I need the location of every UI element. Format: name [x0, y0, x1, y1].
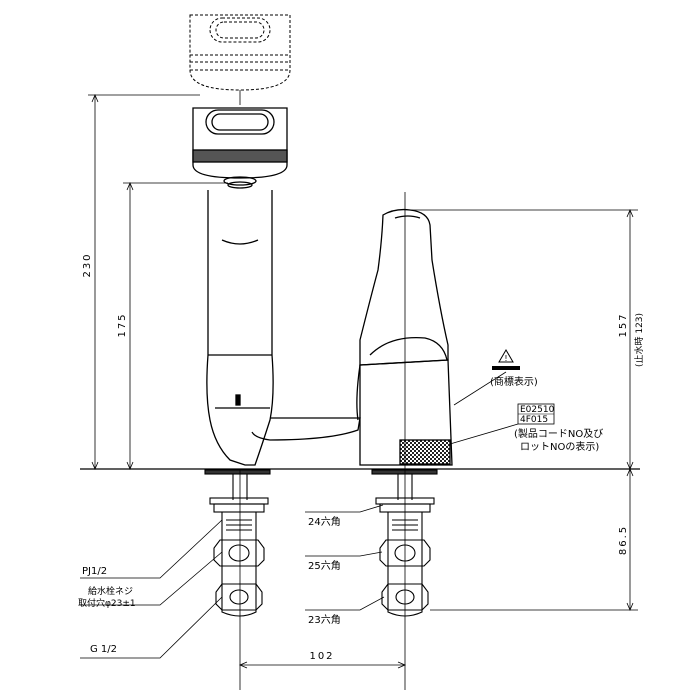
left-supply-fitting	[204, 469, 271, 617]
code-line-1: E02510	[520, 405, 555, 415]
hex24-label: 24六角	[308, 516, 341, 528]
dim-157-label: 157	[618, 312, 629, 337]
dim-86-5	[430, 467, 638, 612]
code-note-line-1: (製品コードNO及び	[514, 427, 603, 440]
dim-86-5-label: 86.5	[618, 525, 629, 555]
spray-head	[192, 107, 288, 189]
spray-head-raised	[189, 14, 291, 91]
dim-175	[123, 181, 228, 471]
g-thread-label: G 1/2	[90, 644, 117, 655]
hex23-label: 23六角	[308, 614, 341, 626]
code-line-2: 4F015	[520, 415, 548, 425]
mount-hole-label: 取付穴φ23±1	[78, 597, 136, 609]
body-connector	[251, 417, 361, 441]
trademark-label: (商標表示)	[490, 375, 538, 388]
code-callout	[449, 403, 555, 445]
dim-230-label: 230	[82, 252, 93, 277]
hex25-label: 25六角	[308, 560, 341, 572]
dim-230	[88, 93, 200, 471]
supply-thread-label: 給水栓ネジ	[88, 585, 133, 597]
hex-leaders	[305, 504, 385, 611]
right-supply-fitting	[371, 469, 438, 617]
dim-157-closed-label: (止水時 123)	[633, 313, 645, 367]
code-note-line-2: ロットNOの表示)	[520, 440, 599, 453]
left-leaders	[80, 519, 223, 659]
dim-102-label: 102	[309, 651, 334, 662]
valve-body	[356, 359, 453, 466]
trademark-callout: !	[453, 349, 520, 406]
dim-102	[238, 192, 407, 690]
svg-text:!: !	[504, 354, 507, 363]
lever-handle	[359, 208, 449, 366]
dim-175-label: 175	[117, 312, 128, 337]
pj-label: PJ1/2	[82, 566, 107, 577]
spout-body	[206, 190, 274, 466]
